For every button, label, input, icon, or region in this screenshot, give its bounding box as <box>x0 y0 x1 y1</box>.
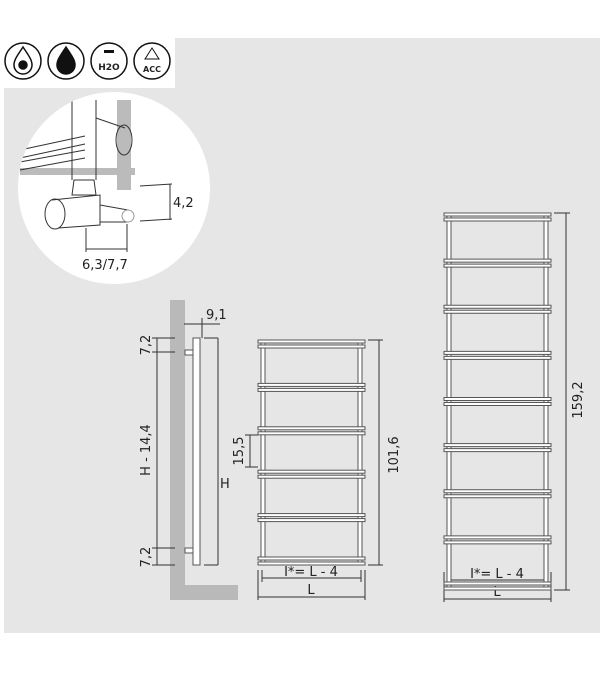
radiator-post <box>357 339 363 566</box>
large-height-dim: 159,2 <box>571 381 586 418</box>
height-label: H <box>220 477 230 492</box>
radiator-bar <box>443 586 552 591</box>
small-height-dim: 101,6 <box>387 436 402 473</box>
radiator-bar <box>443 448 552 453</box>
radiator-bar <box>257 469 366 474</box>
water-drop-icon <box>47 42 85 80</box>
depth-dim: 9,1 <box>206 308 227 323</box>
radiator-bar <box>443 581 552 586</box>
radiator-bar <box>257 426 366 431</box>
radiator-bar <box>443 443 552 448</box>
radiator-bar <box>257 431 366 436</box>
acc-recycle-icon: ACC <box>133 42 171 80</box>
radiator-bar <box>257 387 366 392</box>
h2o-icon: H2O <box>90 42 128 80</box>
valve-detail: 4,2 6,3/7,7 <box>18 92 210 284</box>
front-view-large: 159,2 I*= L - 4 L <box>443 212 586 602</box>
electric-drop-icon <box>4 42 42 80</box>
radiator-post <box>446 212 452 591</box>
large-width-label: L <box>493 585 501 600</box>
radiator-bar <box>443 309 552 314</box>
h2o-label: H2O <box>98 63 120 73</box>
top-offset-dim: 7,2 <box>139 335 154 356</box>
acc-label: ACC <box>143 65 161 74</box>
radiator-bar <box>443 355 552 360</box>
side-view: 9,1 7,2 7,2 H - 14,4 H <box>139 300 238 600</box>
large-inner-width-dim: I*= L - 4 <box>470 567 524 582</box>
radiator-post <box>543 212 549 591</box>
radiator-bar <box>257 339 366 344</box>
radiator-bar <box>257 513 366 518</box>
wall <box>170 300 238 600</box>
bar-spacing-dim: 15,5 <box>232 437 247 466</box>
radiator-bar <box>443 540 552 545</box>
radiator-bar <box>443 263 552 268</box>
radiator-post <box>260 339 266 566</box>
radiator-bar <box>257 382 366 387</box>
radiator-bar <box>443 535 552 540</box>
radiator-bar <box>443 304 552 309</box>
radiator-bar <box>443 397 552 401</box>
radiator-bar <box>443 350 552 355</box>
radiator-bar <box>443 402 552 406</box>
bottom-offset-dim: 7,2 <box>139 547 154 568</box>
radiator-bar <box>257 561 366 566</box>
radiator-bar <box>443 258 552 263</box>
radiator-bar <box>443 212 552 217</box>
valve-height-dim: 4,2 <box>173 196 194 211</box>
small-inner-width-dim: I*= L - 4 <box>284 565 338 580</box>
feature-icons: H2O ACC <box>4 42 171 80</box>
front-view-small: 101,6 15,5 I*= L - 4 L <box>232 339 402 600</box>
radiator-bar <box>443 217 552 222</box>
radiator-bar <box>257 474 366 479</box>
radiator-bar <box>257 556 366 561</box>
bracket-span-dim: H - 14,4 <box>139 424 154 476</box>
radiator-bar <box>443 494 552 499</box>
radiator-bar <box>257 518 366 523</box>
radiator-bar <box>257 344 366 349</box>
valve-width-dim: 6,3/7,7 <box>82 258 128 273</box>
radiator-bar <box>443 489 552 494</box>
small-width-label: L <box>307 583 315 598</box>
